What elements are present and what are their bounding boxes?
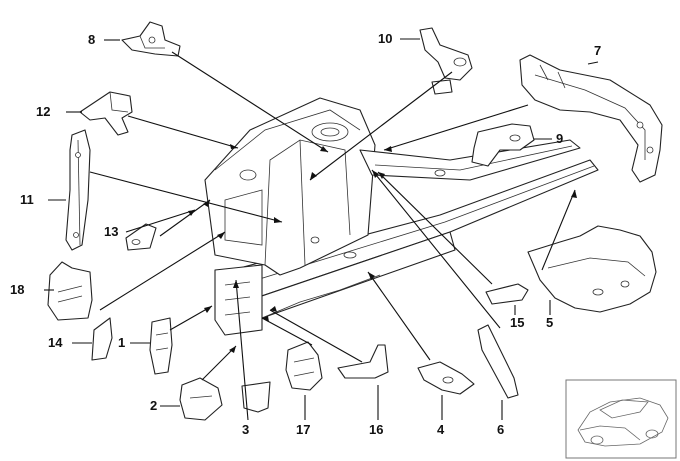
part-12-bracket (79, 91, 133, 136)
part-6-strip (477, 324, 519, 399)
part-16-strap (337, 344, 389, 379)
callout-5: 5 (546, 315, 553, 330)
part-2-bracket (179, 377, 223, 421)
callout-11: 11 (20, 192, 34, 207)
part-10-bracket (419, 27, 473, 95)
callout-2: 2 (150, 398, 157, 413)
callout-16: 16 (369, 422, 383, 437)
part-14-bracket (91, 317, 113, 361)
part-5-heat-shield (527, 225, 657, 313)
car-thumbnail-icon (565, 379, 677, 459)
callout-1: 1 (118, 335, 125, 350)
part-1-bracket (149, 317, 173, 375)
part-17-bracket (285, 341, 323, 391)
callout-13: 13 (104, 224, 118, 239)
callout-7: 7 (594, 43, 601, 58)
part-18-panel (47, 261, 93, 321)
part-4-bracket (417, 361, 475, 395)
callout-9: 9 (556, 131, 563, 146)
callout-6: 6 (497, 422, 504, 437)
callout-labels: 8 10 7 12 9 11 13 18 15 5 14 1 2 3 17 16… (10, 31, 601, 437)
part-9-bracket (471, 123, 535, 167)
part-11-pillar (65, 129, 91, 251)
arrowheads (188, 144, 577, 353)
callout-15: 15 (510, 315, 524, 330)
leader-lines (44, 38, 599, 421)
callout-10: 10 (378, 31, 392, 46)
part-13-bracket (125, 223, 157, 251)
callout-14: 14 (48, 335, 63, 350)
part-7-wheel-arch (519, 54, 663, 183)
callout-3: 3 (242, 422, 249, 437)
callout-12: 12 (36, 104, 50, 119)
part-15-clip (485, 283, 529, 305)
part-3-plate (241, 381, 271, 413)
part-8-bracket (121, 21, 181, 57)
callout-8: 8 (88, 32, 95, 47)
callout-18: 18 (10, 282, 24, 297)
callout-4: 4 (437, 422, 445, 437)
callout-17: 17 (296, 422, 310, 437)
front-body-frame-assembly (204, 97, 599, 336)
